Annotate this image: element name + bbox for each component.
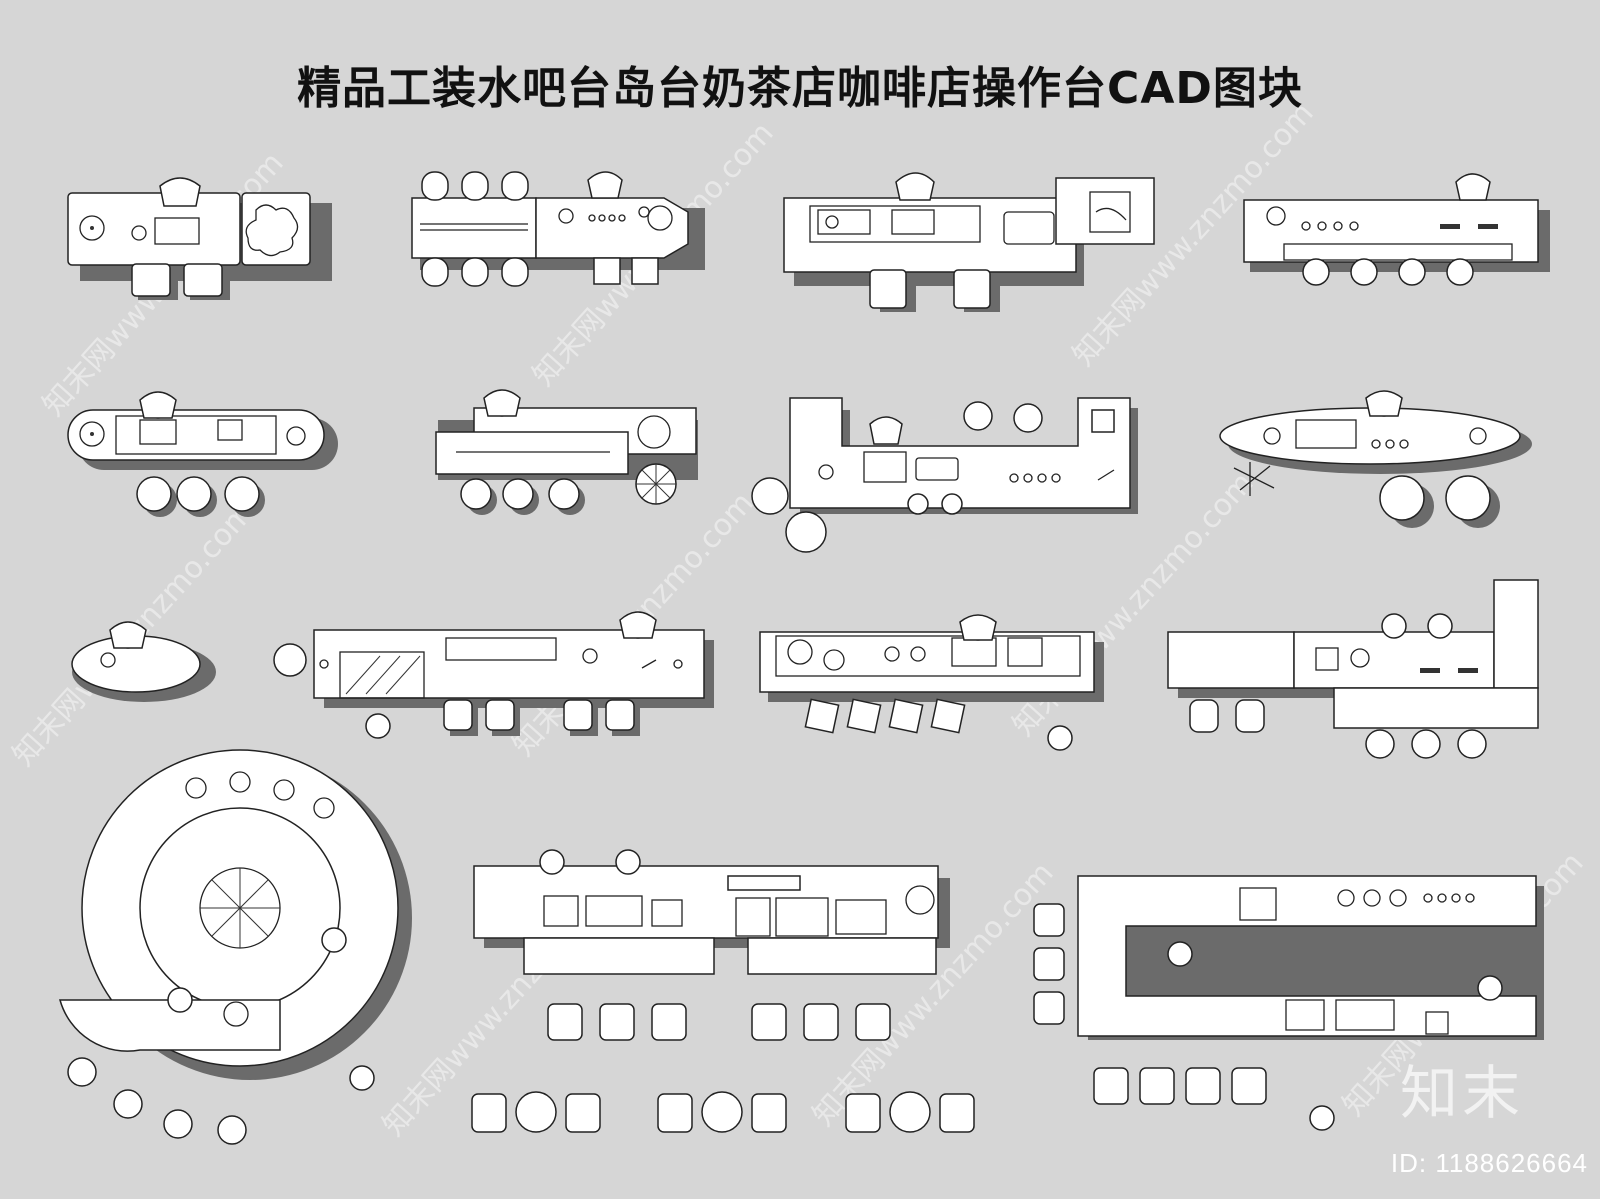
person-icon: [539, 849, 641, 875]
bar-counter-10: [273, 611, 714, 739]
person-icon: [1381, 613, 1453, 639]
site-logo: 知末: [1400, 1059, 1525, 1127]
bar-counter-8: [1219, 390, 1532, 528]
page-title: 精品工装水吧台岛台奶茶店咖啡店操作台CAD图块: [297, 63, 1303, 114]
bar-stool-icon: [804, 698, 966, 734]
person-icon: [109, 621, 147, 649]
bar-counter-14: [471, 849, 975, 1133]
person-icon: [959, 614, 997, 641]
bar-counter-6: [435, 389, 698, 515]
bar-stool-icon: [1033, 903, 1267, 1105]
person-icon: [365, 713, 391, 739]
bar-stool-icon: [1379, 475, 1500, 528]
table-set-icon: [471, 1091, 975, 1133]
plant-icon: [635, 463, 677, 505]
bar-counter-4: [1243, 173, 1550, 286]
bar-counter-7: [751, 397, 1138, 553]
plant-icon: [273, 643, 307, 677]
bar-counter-11: [759, 614, 1104, 751]
person-icon: [907, 493, 963, 515]
person-icon: [167, 927, 375, 1091]
person-icon: [1167, 941, 1503, 1131]
bar-stool-icon: [131, 263, 230, 300]
person-icon: [895, 172, 935, 201]
person-icon: [619, 611, 657, 639]
bar-counter-13: [59, 749, 412, 1145]
person-icon: [1365, 390, 1403, 417]
bar-stool-icon: [460, 478, 585, 515]
bar-stool-icon: [1302, 258, 1474, 286]
bar-stool-icon: [136, 476, 265, 517]
bar-stool-icon: [421, 171, 659, 287]
bar-stool-icon: [869, 269, 1000, 312]
person-icon: [1455, 173, 1491, 201]
person-icon: [159, 177, 201, 207]
bar-counter-1: [67, 177, 332, 300]
person-icon: [483, 389, 521, 417]
bar-counter-12: [1167, 579, 1539, 759]
bar-counter-2: [411, 171, 705, 287]
person-icon: [587, 171, 623, 199]
bar-stool-icon: [1189, 699, 1487, 759]
bar-counter-15: [1033, 875, 1544, 1131]
plant-icon: [751, 477, 827, 553]
plant-icon: [1233, 462, 1275, 496]
bar-counter-5: [67, 391, 338, 517]
person-icon: [1047, 725, 1073, 751]
bar-counter-9: [71, 621, 216, 702]
bar-stool-icon: [67, 1057, 247, 1145]
person-icon: [869, 416, 903, 445]
bar-stool-icon: [547, 1003, 891, 1041]
bar-counter-3: [783, 172, 1155, 312]
person-icon: [139, 391, 177, 419]
image-id-label: ID: 1188626664: [1390, 1148, 1588, 1178]
bar-stool-icon: [443, 699, 640, 736]
